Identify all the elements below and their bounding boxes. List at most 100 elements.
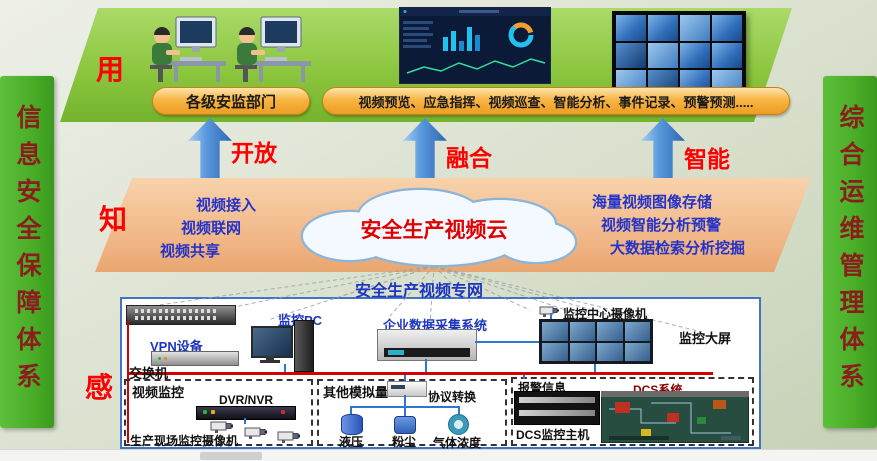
know-item-analysis: 视频智能分析预警	[601, 217, 722, 234]
vpn-led	[164, 357, 167, 360]
dept-box: 各级安监部门	[152, 87, 310, 115]
data-collector-image	[377, 329, 477, 361]
know-item-storage: 海量视频图像存储	[592, 194, 713, 211]
switch-image	[126, 305, 236, 325]
connector-alarm-bus	[523, 375, 525, 379]
right-sidebar: 综合运维管理体系	[823, 76, 877, 428]
vpn-label: VPN设备	[150, 339, 203, 354]
label-know: 知	[99, 204, 128, 235]
red-bus-line	[127, 372, 713, 375]
connector-pc-bus	[284, 364, 286, 372]
cctv-camera-icon	[277, 431, 300, 443]
dcs-host-image	[514, 391, 600, 425]
functions-box: 视频预览、应急指挥、视频巡查、智能分析、事件记录、预警预测.....	[322, 87, 790, 115]
pc-monitor-image	[251, 326, 293, 358]
big-screen-label: 监控大屏	[679, 331, 732, 346]
connector-converter-down	[404, 395, 406, 406]
arrow-label-intelligent: 智能	[684, 146, 730, 172]
vpn-device-image	[151, 351, 239, 366]
collector-front-panel	[384, 348, 470, 357]
switch-ports	[135, 316, 217, 320]
know-item-video-access: 视频接入	[196, 197, 257, 214]
dvr-label: DVR/NVR	[219, 393, 274, 407]
connector-camera-wall	[550, 313, 552, 320]
collector-screen	[388, 350, 404, 355]
control-room-wall-image	[539, 319, 653, 364]
pc-monitor-stand	[266, 356, 274, 360]
site-cameras-label: 生产现场监控摄像机	[130, 434, 239, 448]
private-network-label: 安全生产视频专网	[355, 283, 484, 300]
dvr-led	[281, 410, 285, 414]
video-wall-cell	[680, 15, 710, 41]
switch-label: 交换机	[129, 366, 169, 381]
video-box-title: 视频监控	[132, 385, 185, 400]
video-wall-cell	[712, 15, 742, 41]
video-wall-cell	[648, 15, 678, 41]
dcs-screenshot	[601, 391, 749, 443]
pc-tower-image	[294, 320, 314, 372]
dvr-led	[211, 410, 215, 414]
analog-box-title: 其他模拟量	[323, 385, 389, 400]
connector-dvr-cameras	[244, 418, 246, 424]
cctv-camera-icon	[244, 427, 267, 439]
left-sidebar: 信息安全保障体系	[0, 76, 54, 428]
connector-wall-bus	[594, 364, 596, 372]
video-wall-cell	[712, 42, 742, 69]
dcs-box	[511, 377, 754, 446]
dust-sensor-icon	[394, 416, 416, 434]
arrow-up-open-icon	[188, 118, 232, 178]
dust-label: 粉尘	[392, 435, 417, 449]
arrow-label-fusion: 融合	[446, 145, 492, 171]
wall-screen-cell	[624, 322, 650, 341]
wall-screen-cell	[597, 322, 623, 341]
wall-screen-cell	[597, 342, 623, 361]
video-wall-cell	[648, 42, 678, 69]
cloud-title: 安全生产视频云	[360, 219, 508, 242]
dvr-led	[203, 410, 207, 414]
dcs-host-unit	[519, 410, 595, 416]
video-monitoring-box	[124, 379, 313, 446]
pc-monitor-base	[260, 360, 280, 363]
wall-screen-cell	[542, 342, 568, 361]
label-sense: 感	[85, 372, 114, 403]
protocol-converter-image	[387, 381, 427, 397]
connector-sensor-2	[404, 408, 406, 417]
center-camera-icon	[539, 306, 559, 317]
cloud-shape	[300, 187, 578, 268]
center-camera-label: 监控中心摄像机	[563, 307, 648, 321]
wall-screen-cell	[569, 322, 595, 341]
bottom-widget	[200, 452, 262, 460]
switch-ports	[135, 309, 217, 313]
video-wall-cell	[616, 15, 646, 41]
connector-sensor-1	[350, 408, 352, 415]
wall-screen-cell	[624, 342, 650, 361]
red-trunk-line	[127, 322, 129, 443]
hydraulic-sensor-icon	[341, 414, 363, 435]
video-wall-cell	[680, 42, 710, 69]
converter-slot	[391, 385, 405, 389]
gas-label: 气体浓度	[433, 436, 482, 450]
dcs-host-label: DCS监控主机	[516, 428, 590, 442]
wall-screen-cell	[569, 342, 595, 361]
gas-sensor-icon	[448, 414, 469, 435]
connector-sensor-3	[458, 408, 460, 416]
connector-collector-wall	[475, 341, 539, 343]
protocol-label: 协议转换	[428, 390, 477, 404]
cctv-camera-icon	[210, 421, 233, 433]
label-use: 用	[96, 54, 125, 85]
arrow-up-intelligent-icon	[641, 118, 685, 178]
arrow-label-open: 开放	[231, 140, 277, 166]
know-item-video-network: 视频联网	[181, 220, 242, 237]
connector-collector-bus	[425, 359, 427, 372]
vpn-led	[158, 357, 161, 360]
left-sidebar-text: 信息安全保障体系	[13, 104, 41, 400]
bottom-strip	[0, 449, 877, 461]
know-item-video-share: 视频共享	[160, 243, 221, 260]
connector-sensor-bus	[350, 406, 460, 408]
connector-converter-bus	[404, 375, 406, 381]
hydraulic-label: 液压	[339, 435, 364, 449]
analog-box	[317, 379, 507, 446]
arrow-up-fusion-icon	[403, 118, 447, 178]
operators-clipart	[150, 16, 312, 83]
